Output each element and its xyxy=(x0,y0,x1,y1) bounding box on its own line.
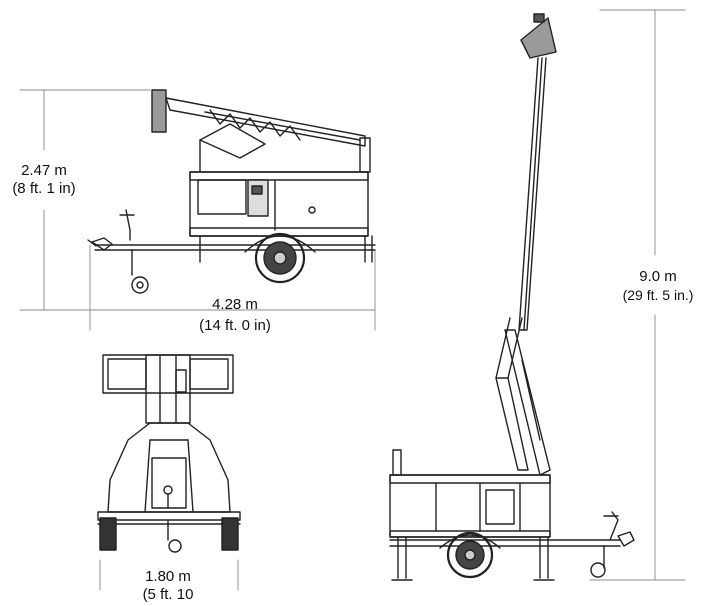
length-label: 4.28 m (14 ft. 0 in) xyxy=(160,296,310,335)
rear-view xyxy=(97,354,241,553)
height-stowed-imperial: (8 ft. 1 in) xyxy=(12,180,76,197)
width-label: 1.80 m (5 ft. 10 xyxy=(118,568,218,604)
dimension-lines xyxy=(19,9,686,591)
height-raised-imperial: (29 ft. 5 in.) xyxy=(622,287,694,303)
side-view-raised xyxy=(389,13,635,581)
length-metric: 4.28 m xyxy=(212,296,258,313)
width-imperial: (5 ft. 10 xyxy=(142,586,194,603)
height-raised-label: 9.0 m (29 ft. 5 in.) xyxy=(610,268,701,304)
height-raised-metric: 9.0 m xyxy=(639,268,677,285)
side-view-stowed xyxy=(87,89,376,294)
height-stowed-label: 2.47 m (8 ft. 1 in) xyxy=(0,162,88,198)
width-metric: 1.80 m xyxy=(145,568,191,585)
length-imperial: (14 ft. 0 in) xyxy=(199,317,271,334)
height-stowed-metric: 2.47 m xyxy=(21,162,67,179)
